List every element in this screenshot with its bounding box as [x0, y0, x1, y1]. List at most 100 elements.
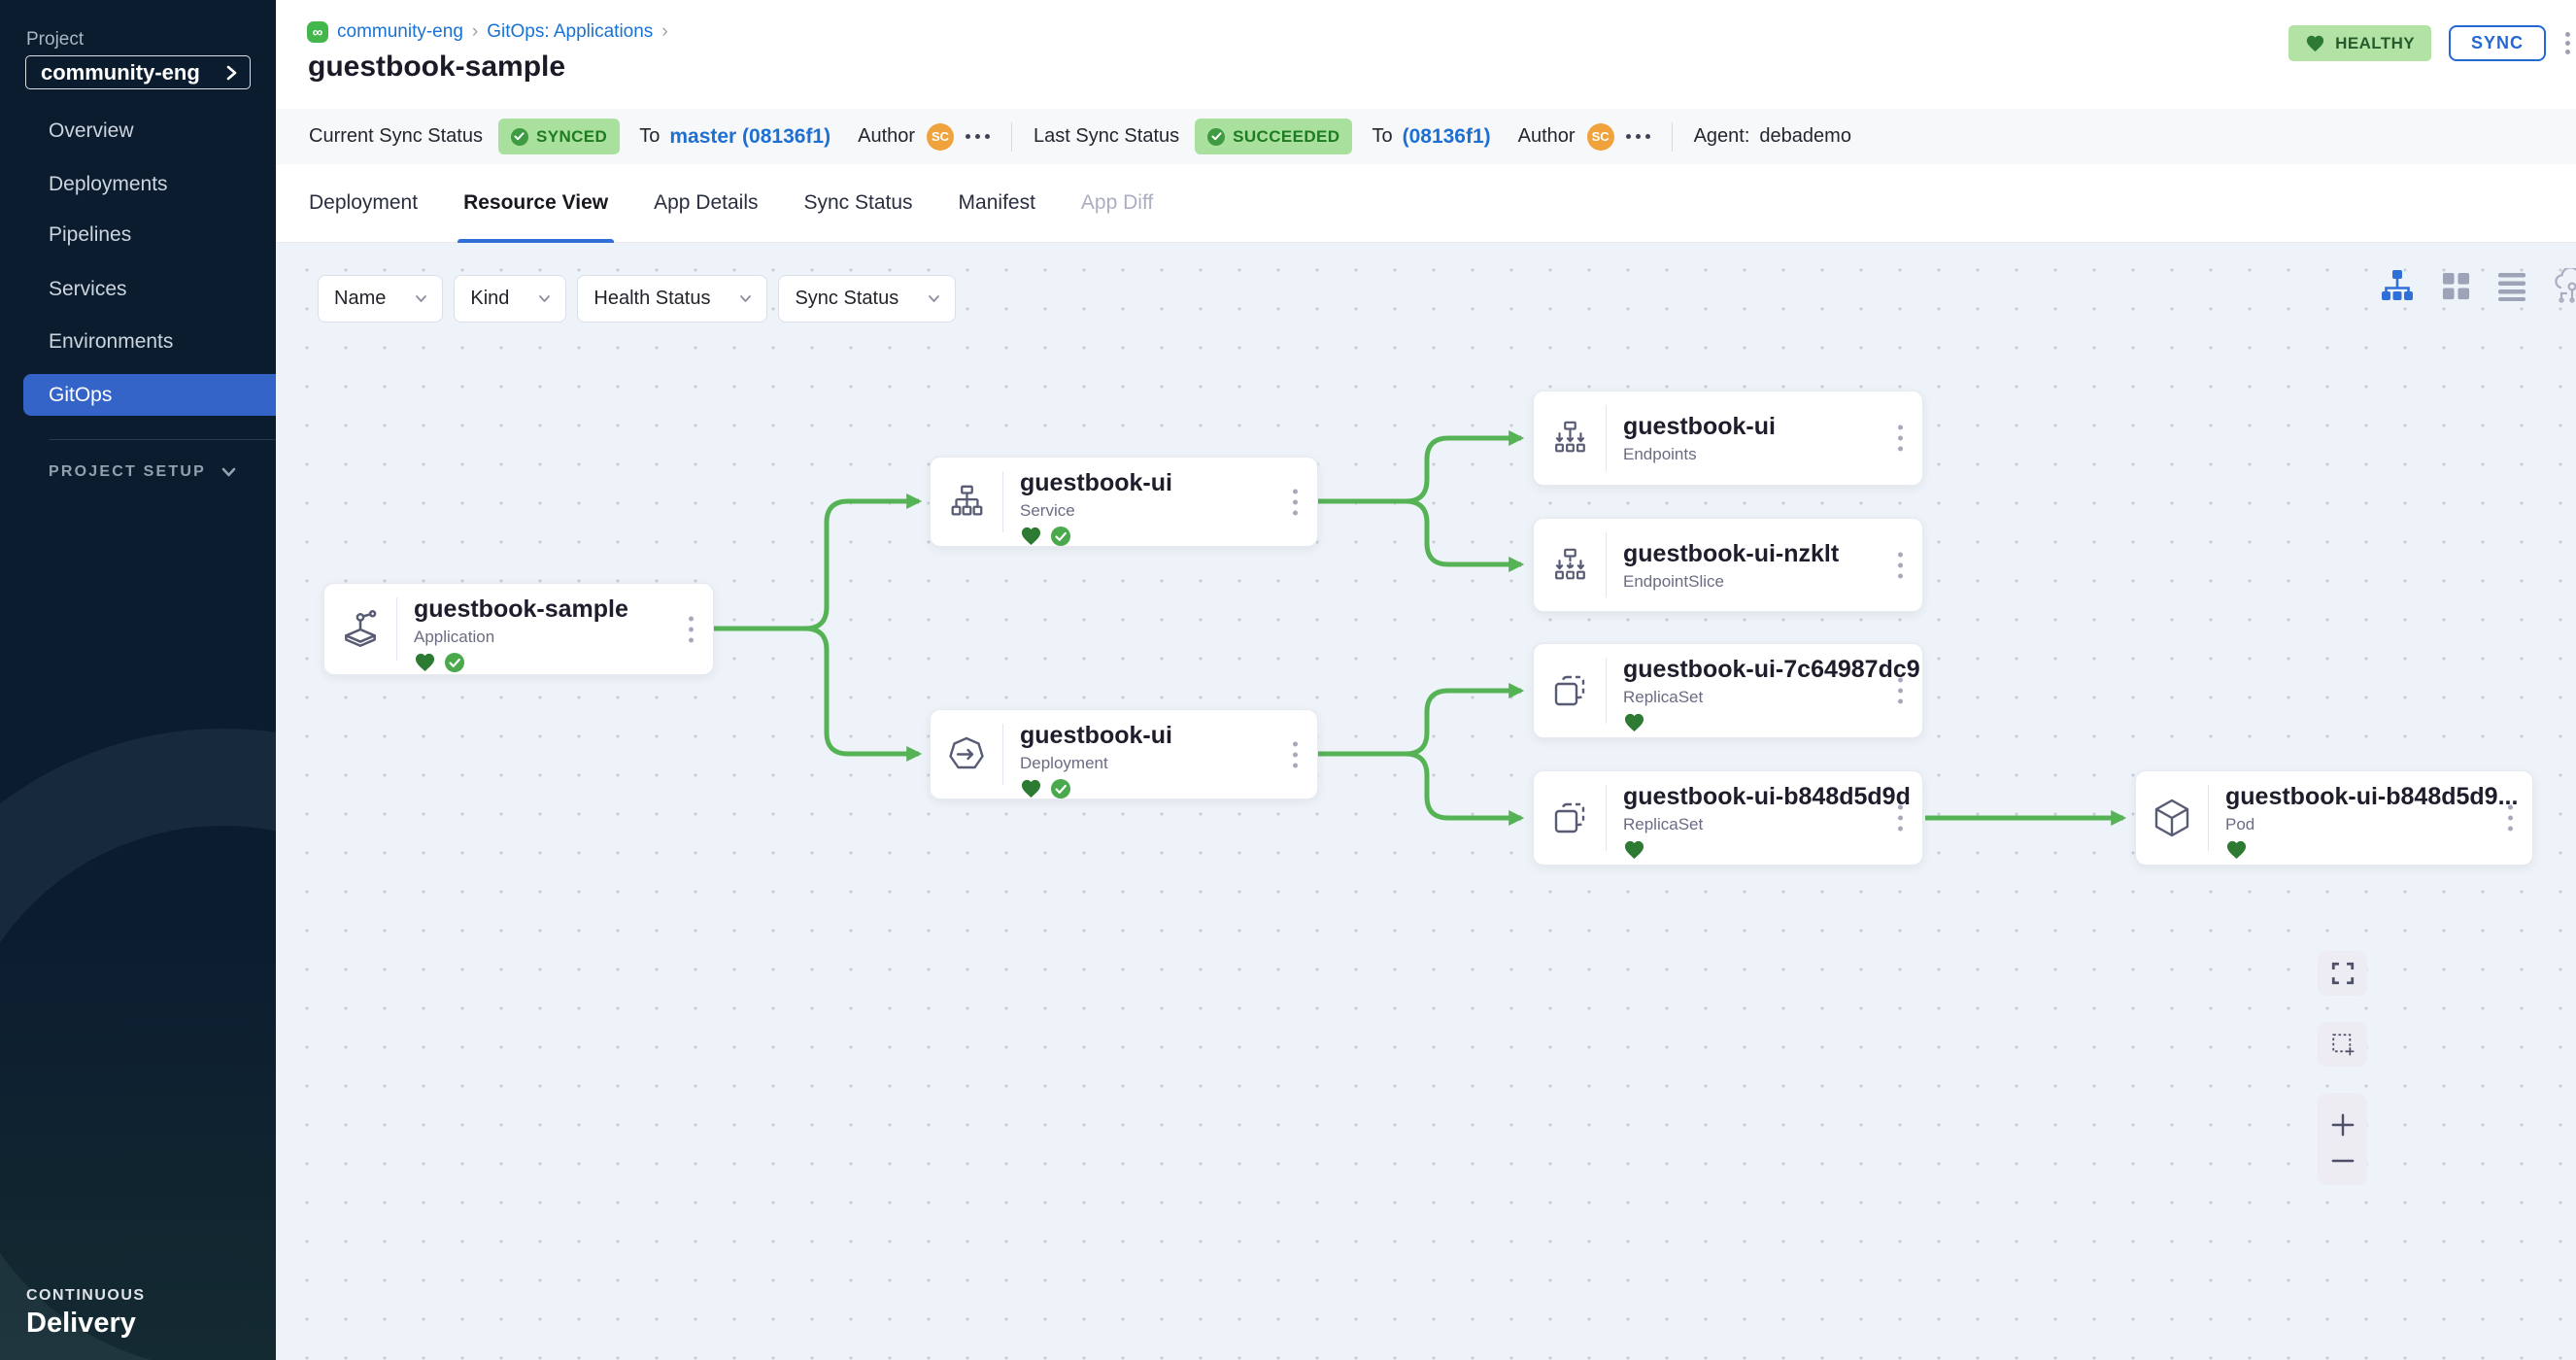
zoom-out-button[interactable] [2330, 1156, 2356, 1166]
resource-node-deployment[interactable]: guestbook-ui Deployment [930, 709, 1318, 799]
cloud-network-icon[interactable] [2553, 268, 2576, 303]
filter-health-status[interactable]: Health Status [577, 275, 768, 323]
node-menu-button[interactable] [1894, 548, 1907, 582]
project-label: Project [26, 29, 85, 50]
breadcrumb: ∞ community-eng › GitOps: Applications › [307, 21, 668, 43]
resource-node-service[interactable]: guestbook-ui Service [930, 457, 1318, 547]
filter-kind[interactable]: Kind [454, 275, 567, 323]
heart-icon [2305, 34, 2325, 52]
selection-zoom-button[interactable] [2318, 1022, 2367, 1067]
healthy-heart-icon [1624, 713, 1644, 732]
breadcrumb-separator: › [661, 21, 668, 42]
chevron-right-icon [226, 65, 237, 81]
check-circle-icon [510, 127, 528, 146]
tab-manifest[interactable]: Manifest [958, 191, 1035, 214]
node-divider [1002, 724, 1003, 785]
deployment-kind-icon [931, 710, 1002, 799]
last-revision-link[interactable]: (08136f1) [1402, 124, 1491, 148]
page-header: ∞ community-eng › GitOps: Applications ›… [276, 0, 2576, 109]
node-title: guestbook-ui [1020, 722, 1172, 749]
healthy-heart-icon [1021, 779, 1041, 799]
fullscreen-button[interactable] [2318, 951, 2367, 996]
resource-tree-canvas[interactable]: Name Kind Health Status Sync Status [276, 243, 2576, 1360]
node-divider [396, 597, 397, 661]
sidebar-item-deployments[interactable]: Deployments [49, 173, 168, 195]
application-kind-icon [324, 584, 396, 674]
project-selector[interactable]: community-eng [25, 55, 251, 89]
node-kind: Deployment [1020, 754, 1108, 772]
current-sync-status-label: Current Sync Status [309, 125, 483, 147]
tree-view-icon[interactable] [2380, 269, 2415, 302]
resource-node-endpointslice[interactable]: guestbook-ui-nzklt EndpointSlice [1533, 518, 1923, 612]
node-status-row [1623, 712, 1922, 732]
tab-resource-view[interactable]: Resource View [458, 164, 615, 243]
view-toggle-group [2380, 268, 2576, 303]
sidebar-item-gitops[interactable]: GitOps [23, 374, 276, 416]
current-revision-link[interactable]: master (08136f1) [669, 124, 831, 148]
node-menu-button[interactable] [1894, 801, 1907, 835]
sidebar-item-environments[interactable]: Environments [49, 330, 174, 353]
list-view-icon[interactable] [2497, 271, 2526, 301]
author-label: Author [858, 125, 916, 147]
author-avatar[interactable]: SC [1586, 122, 1614, 151]
sidebar: Project community-eng Overview Deploymen… [0, 0, 276, 1360]
resource-node-endpoints[interactable]: guestbook-ui Endpoints [1533, 391, 1923, 486]
node-kind: ReplicaSet [1623, 688, 1704, 706]
resource-node-pod[interactable]: guestbook-ui-b848d5d9... Pod [2135, 770, 2533, 866]
breadcrumb-applications-link[interactable]: GitOps: Applications [487, 21, 654, 42]
sync-button[interactable]: SYNC [2449, 25, 2546, 61]
node-menu-button[interactable] [1289, 737, 1302, 771]
chevron-down-icon [416, 295, 427, 302]
healthy-heart-icon [2226, 840, 2247, 860]
commit-more-icon[interactable] [966, 134, 991, 139]
filter-sync-status[interactable]: Sync Status [778, 275, 957, 323]
resource-node-replicaset-2[interactable]: guestbook-ui-b848d5d9d ReplicaSet [1533, 770, 1923, 866]
node-menu-button[interactable] [1289, 485, 1302, 519]
module-name-line2: Delivery [26, 1308, 136, 1339]
filter-kind-label: Kind [470, 288, 510, 309]
node-title: guestbook-ui-7c64987dc9 [1623, 656, 1920, 683]
commit-more-icon[interactable] [1625, 134, 1650, 139]
node-divider [2208, 785, 2209, 851]
more-options-icon[interactable] [2563, 30, 2572, 56]
node-menu-button[interactable] [1894, 674, 1907, 708]
sidebar-item-services[interactable]: Services [49, 278, 127, 300]
synced-badge: SYNCED [497, 119, 621, 154]
node-title: guestbook-sample [414, 595, 628, 623]
resource-node-replicaset-1[interactable]: guestbook-ui-7c64987dc9 ReplicaSet [1533, 643, 1923, 738]
check-circle-icon [1207, 127, 1226, 146]
sidebar-item-overview[interactable]: Overview [49, 119, 134, 142]
tab-sync-status[interactable]: Sync Status [803, 191, 913, 214]
project-selector-value: community-eng [41, 59, 200, 85]
node-divider [1606, 405, 1607, 471]
sync-status-bar: Current Sync Status SYNCED To master (08… [276, 109, 2576, 164]
author-avatar[interactable]: SC [927, 122, 955, 151]
filter-sync-status-label: Sync Status [795, 288, 899, 309]
chevron-down-icon [929, 295, 940, 302]
divider [1671, 121, 1673, 152]
node-kind: Application [414, 628, 495, 646]
node-kind: Pod [2225, 815, 2255, 833]
chevron-down-icon [740, 295, 752, 302]
node-title: guestbook-ui-nzklt [1623, 540, 1840, 567]
endpoints-kind-icon [1534, 391, 1606, 485]
pod-kind-icon [2136, 771, 2208, 865]
node-status-row [2225, 839, 2532, 860]
node-menu-button[interactable] [2504, 801, 2517, 835]
synced-check-icon [1051, 778, 1070, 799]
tab-app-details[interactable]: App Details [654, 191, 759, 214]
filter-name[interactable]: Name [318, 275, 444, 323]
sidebar-item-pipelines[interactable]: Pipelines [49, 223, 132, 246]
node-menu-button[interactable] [685, 612, 697, 646]
grid-view-icon[interactable] [2441, 271, 2471, 301]
node-menu-button[interactable] [1894, 422, 1907, 456]
resource-node-application[interactable]: guestbook-sample Application [323, 583, 714, 675]
zoom-in-button[interactable] [2330, 1112, 2356, 1138]
endpointslice-kind-icon [1534, 519, 1606, 611]
breadcrumb-project-link[interactable]: community-eng [337, 21, 463, 42]
node-title: guestbook-ui-b848d5d9... [2225, 783, 2519, 810]
tab-deployment[interactable]: Deployment [309, 191, 419, 214]
project-setup-toggle[interactable]: PROJECT SETUP [49, 463, 236, 481]
minus-icon [2331, 1160, 2354, 1163]
